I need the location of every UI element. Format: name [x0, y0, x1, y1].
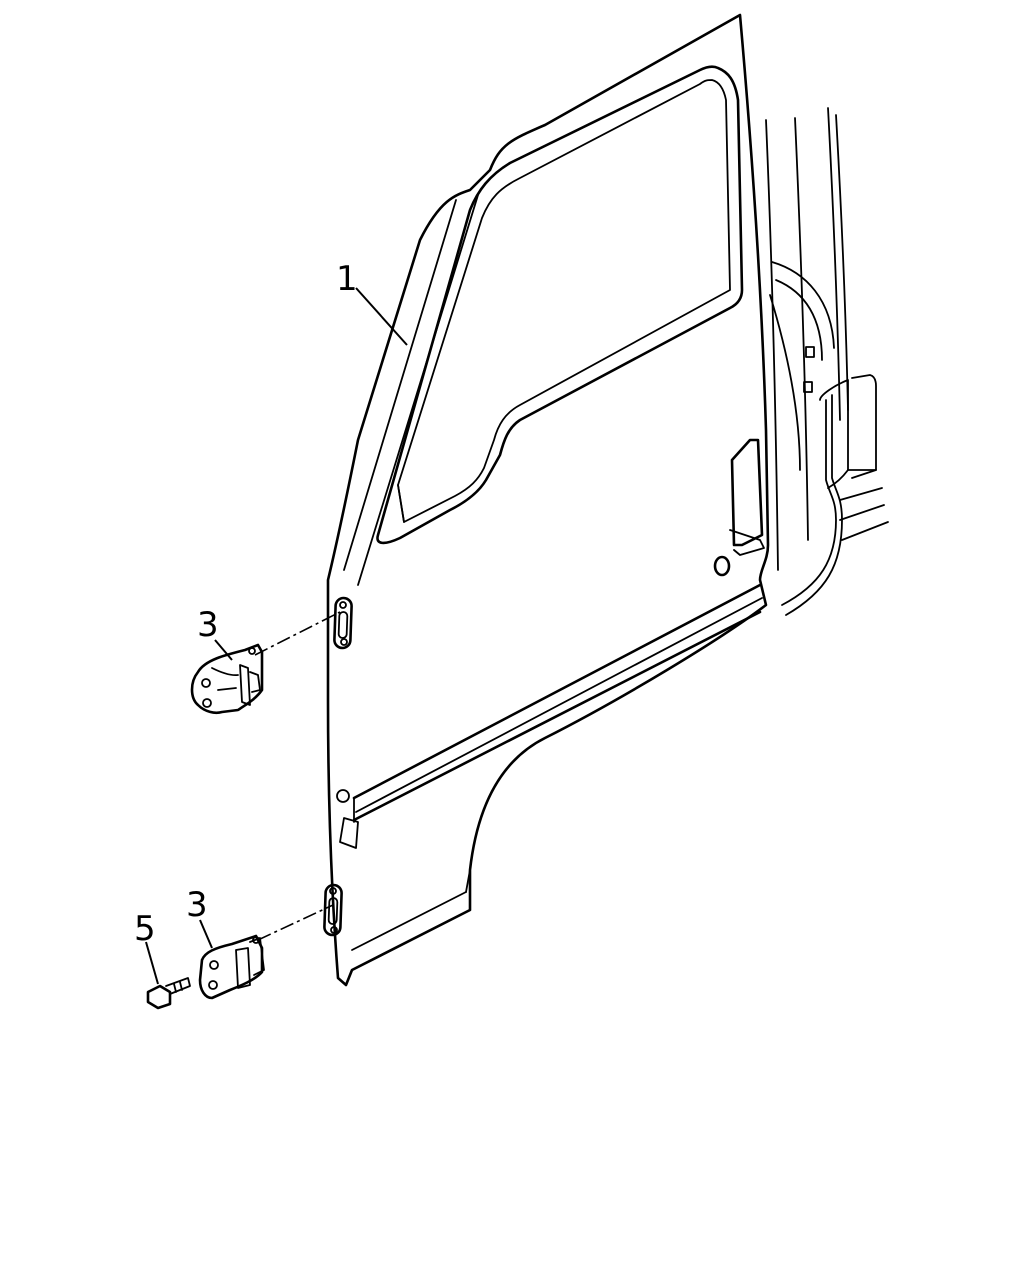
- callout-3-upper-leader: [214, 639, 233, 661]
- callout-5-leader: [145, 941, 159, 985]
- upper-hinge: [190, 643, 264, 715]
- callout-3-lower-leader: [199, 919, 213, 949]
- lower-hinge: [198, 934, 265, 1000]
- callout-3-lower-label: 3: [186, 885, 208, 925]
- callout-1-leader: [355, 287, 408, 346]
- upper-hinge-alignment-line: [254, 611, 341, 656]
- lower-hinge-alignment-line: [257, 904, 334, 941]
- callout-1-label: 1: [336, 259, 358, 299]
- callout-5-label: 5: [134, 909, 156, 949]
- bolt: [146, 977, 191, 1010]
- door-panel: [323, 13, 770, 987]
- cab-body-pillar: [765, 107, 889, 616]
- callout-3-upper-label: 3: [197, 605, 219, 645]
